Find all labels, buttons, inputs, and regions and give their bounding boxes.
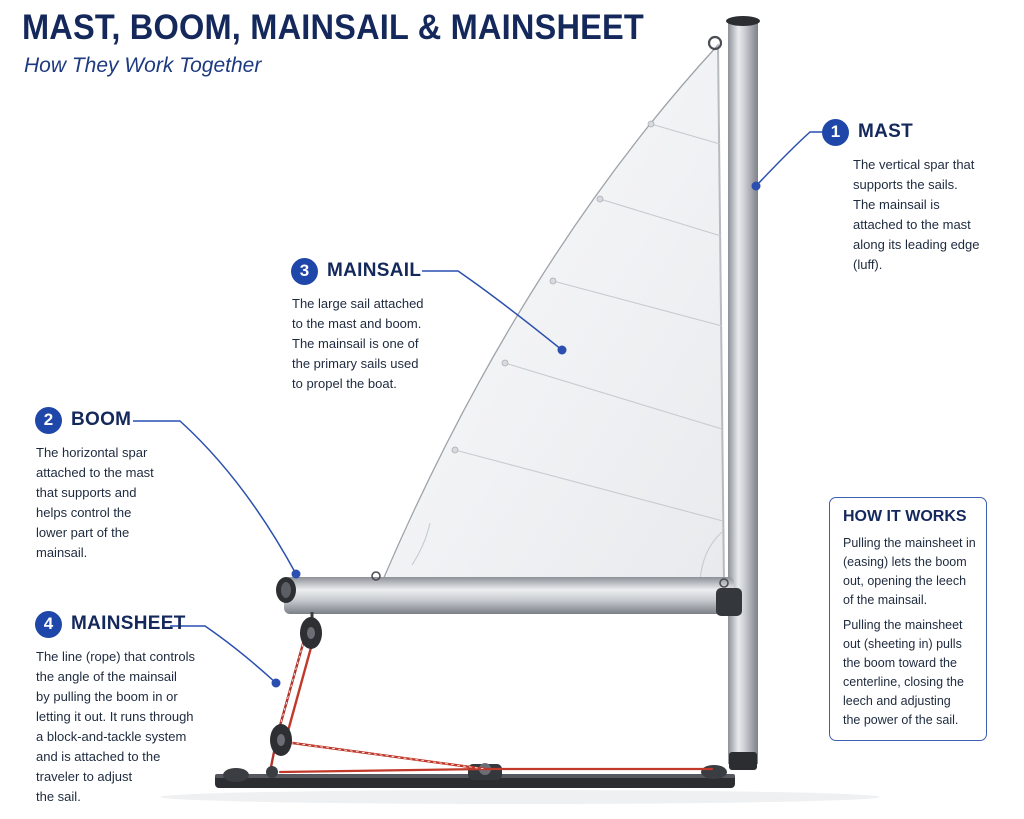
description-line: a block-and-tackle system (36, 729, 187, 744)
how-it-works-panel: HOW IT WORKS Pulling the mainsheet in (e… (829, 497, 987, 741)
paragraph-line: Pulling the mainsheet (843, 618, 963, 632)
page-title: MAST, BOOM, MAINSAIL & MAINSHEET (22, 8, 645, 47)
description-line: The vertical spar that (853, 157, 975, 172)
callout-title: MAINSHEET (71, 613, 186, 634)
callout-title: MAINSAIL (327, 260, 422, 281)
how-it-works-paragraph: Pulling the mainsheet out (sheeting in) … (843, 616, 986, 730)
numbered-badge-icon: 4 (35, 610, 62, 638)
paragraph-line: out, opening the leech (843, 574, 967, 588)
leader-line-dot-icon (291, 569, 301, 579)
how-it-works-paragraph: Pulling the mainsheet in (easing) lets t… (843, 534, 986, 610)
paragraph-line: leech and adjusting (843, 694, 951, 708)
description-line: and is attached to the (36, 749, 161, 764)
description-line: The mainsail is one of (292, 336, 419, 351)
description-line: (luff). (853, 257, 883, 272)
paragraph-line: of the mainsail. (843, 593, 928, 607)
description-line: by pulling the boom in or (36, 689, 178, 704)
callout-description: The horizontal spar attached to the mast… (36, 443, 185, 563)
traveler-track (215, 763, 735, 788)
description-line: the sail. (36, 789, 81, 804)
mainsheet-blocks (266, 612, 322, 778)
mainsheet-leader-line (170, 625, 277, 684)
callout-description: The vertical spar that supports the sail… (853, 155, 997, 275)
mast-spar (707, 16, 760, 770)
description-line: attached to the mast (36, 465, 154, 480)
description-line: lower part of the (36, 525, 130, 540)
paragraph-line: the boom toward the (843, 656, 957, 670)
description-line: helps control the (36, 505, 132, 520)
paragraph-line: the power of the sail. (843, 713, 959, 727)
how-it-works-title: HOW IT WORKS (843, 508, 967, 525)
paragraph-line: Pulling the mainsheet in (843, 536, 976, 550)
callout-mast: 1 MAST The vertical spar that supports t… (822, 117, 997, 275)
description-line: supports the sails. (853, 177, 958, 192)
description-line: The horizontal spar (36, 445, 148, 460)
leader-line-dot-icon (271, 678, 281, 688)
mainsail-leader-line (422, 270, 563, 351)
boom-spar (276, 571, 742, 616)
leader-line-dot-icon (751, 181, 761, 191)
callout-description: The large sail attached to the mast and … (292, 294, 461, 394)
description-line: to the mast and boom. (292, 316, 422, 331)
description-line: to propel the boat. (292, 376, 397, 391)
numbered-badge-icon: 2 (35, 406, 62, 434)
callout-boom: 2 BOOM The horizontal spar attached to t… (35, 405, 185, 563)
description-line: the angle of the mainsail (36, 669, 177, 684)
deck-shadow (160, 790, 880, 804)
description-line: attached to the mast (853, 217, 971, 232)
leader-line-dot-icon (557, 345, 567, 355)
description-line: traveler to adjust (36, 769, 133, 784)
description-line: The large sail attached (292, 296, 424, 311)
description-line: the primary sails used (292, 356, 419, 371)
boom-leader-line (133, 420, 297, 575)
callout-description: The line (rope) that controls the angle … (36, 647, 210, 807)
description-line: that supports and (36, 485, 137, 500)
callout-mainsheet: 4 MAINSHEET The line (rope) that control… (35, 609, 210, 807)
page-subtitle: How They Work Together (24, 54, 262, 77)
description-line: The line (rope) that controls (36, 649, 195, 664)
numbered-badge-icon: 1 (822, 118, 849, 146)
mast-leader-line (755, 131, 822, 187)
mainsheet-rope (268, 631, 714, 774)
description-line: The mainsail is (853, 197, 940, 212)
mainsail-shape (381, 43, 725, 585)
callout-mainsail: 3 MAINSAIL The large sail attached to th… (291, 256, 461, 394)
paragraph-line: centerline, closing the (843, 675, 964, 689)
description-line: along its leading edge (853, 237, 980, 252)
description-line: letting it out. It runs through (36, 709, 194, 724)
paragraph-line: out (sheeting in) pulls (843, 637, 962, 651)
numbered-badge-icon: 3 (291, 257, 318, 285)
callout-title: BOOM (71, 409, 132, 430)
callout-title: MAST (858, 121, 914, 142)
description-line: mainsail. (36, 545, 88, 560)
paragraph-line: (easing) lets the boom (843, 555, 967, 569)
leader-lines (133, 131, 822, 684)
